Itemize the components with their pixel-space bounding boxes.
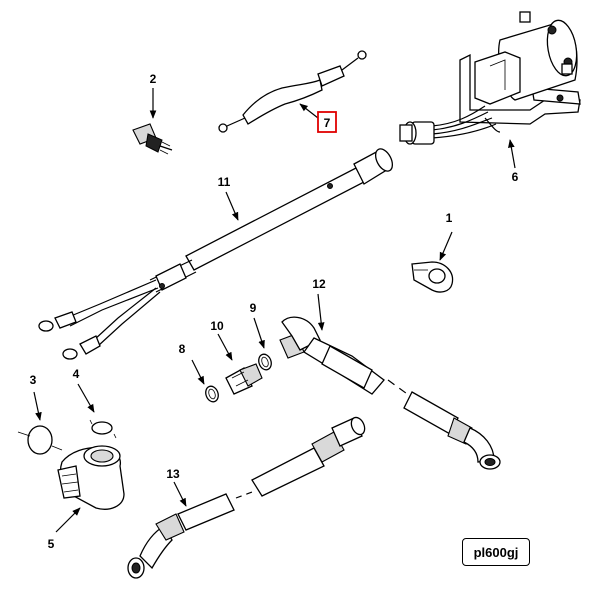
part-8-o-ring — [205, 385, 219, 403]
leader-4 — [77, 383, 95, 413]
leader-9 — [253, 317, 265, 349]
part-10-adapter-fitting — [225, 363, 263, 395]
part-13-hose-assembly — [127, 416, 366, 579]
callout-13: 13 — [166, 467, 180, 481]
part-3-seal-ring — [17, 425, 63, 455]
callout-1: 1 — [446, 211, 453, 225]
figure-reference-code: pl600gj — [462, 538, 530, 566]
callout-4: 4 — [73, 367, 80, 381]
part-12-hose-assembly — [279, 316, 501, 470]
leader-8 — [191, 359, 205, 385]
callout-5: 5 — [48, 537, 55, 551]
callout-8: 8 — [179, 342, 186, 356]
callout-2: 2 — [150, 72, 157, 86]
leader-arrows — [33, 88, 516, 533]
part-6-solenoid-assembly — [399, 11, 581, 145]
part-7-fuse-holder — [218, 50, 367, 133]
part-11-cable-harness — [38, 148, 394, 360]
leader-7 — [299, 103, 319, 119]
leader-11 — [225, 191, 239, 221]
leader-5 — [55, 507, 81, 533]
leader-3 — [33, 391, 42, 421]
part-5-elbow-fitting — [57, 445, 125, 510]
leader-6 — [508, 139, 516, 169]
callout-7-highlight-box — [317, 111, 337, 133]
leader-1 — [439, 231, 453, 261]
callout-11: 11 — [218, 175, 231, 189]
callout-6: 6 — [512, 170, 519, 184]
callout-10: 10 — [210, 319, 224, 333]
part-4-o-ring — [89, 419, 117, 439]
callout-9: 9 — [250, 301, 257, 315]
part-1-clamp — [411, 261, 454, 293]
leader-12 — [317, 293, 325, 331]
callout-7[interactable]: 7 — [324, 116, 331, 130]
callout-12: 12 — [312, 277, 326, 291]
callout-labels: 1 2 3 4 5 6 8 9 10 11 12 13 7 — [30, 72, 519, 551]
leader-10 — [217, 333, 233, 361]
part-9-o-ring — [258, 353, 272, 371]
part-2-pressure-switch — [132, 123, 173, 155]
callout-3: 3 — [30, 373, 37, 387]
leader-13 — [173, 481, 187, 507]
